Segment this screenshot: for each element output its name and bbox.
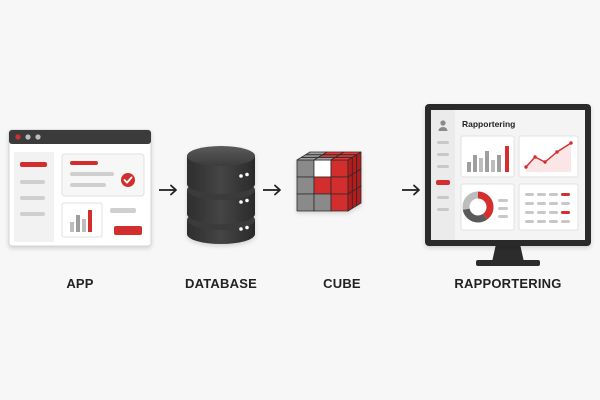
- app-window-icon: [8, 129, 152, 247]
- table-cell: [561, 211, 570, 214]
- table-cell: [525, 211, 534, 214]
- table-cell: [525, 193, 534, 196]
- table-cell: [525, 220, 534, 223]
- step-label-cube: CUBE: [323, 276, 361, 291]
- right-arrow-icon: [402, 184, 420, 196]
- step-label-database: DATABASE: [185, 276, 257, 291]
- table-cell: [561, 193, 570, 196]
- table-cell: [549, 202, 558, 205]
- right-arrow-icon: [263, 184, 281, 196]
- table-cell: [537, 193, 546, 196]
- donut-chart-icon: [462, 191, 494, 223]
- table-cell: [561, 220, 570, 223]
- right-arrow-icon: [159, 184, 177, 196]
- table-cell: [537, 211, 546, 214]
- table-cell: [549, 211, 558, 214]
- table-cell: [525, 202, 534, 205]
- user-icon: [438, 120, 448, 131]
- data-cube-icon: [296, 151, 362, 212]
- check-circle-icon: [121, 173, 135, 187]
- dashboard-monitor-icon: Rapportering: [425, 104, 591, 266]
- table-cell: [537, 202, 546, 205]
- table-cell: [549, 193, 558, 196]
- table-rows: [525, 193, 570, 223]
- database-cylinder-icon: [187, 146, 255, 244]
- table-cell: [537, 220, 546, 223]
- monitor-title: Rapportering: [462, 119, 515, 129]
- table-cell: [549, 220, 558, 223]
- step-label-app: APP: [66, 276, 94, 291]
- table-cell: [561, 202, 570, 205]
- step-label-reporting: RAPPORTERING: [454, 276, 562, 291]
